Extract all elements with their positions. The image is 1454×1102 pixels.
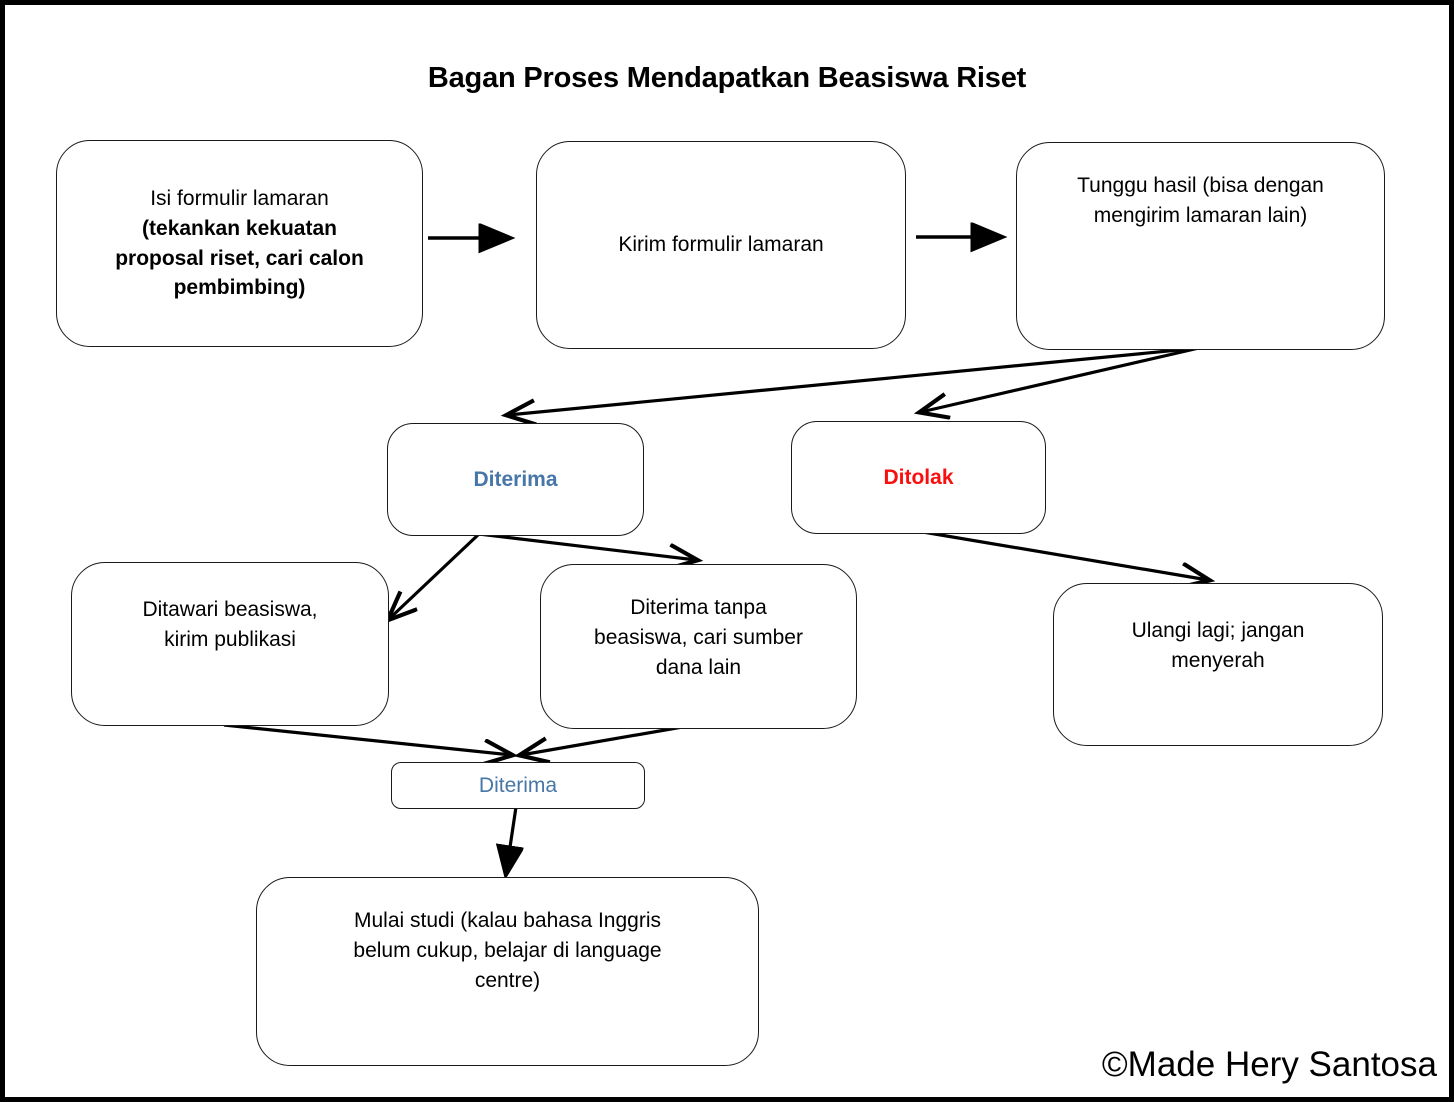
- node-accepted-small[interactable]: Diterima: [391, 762, 645, 809]
- node-try-again[interactable]: Ulangi lagi; jangan menyerah: [1053, 583, 1383, 746]
- node-try-again-line-1: menyerah: [1171, 648, 1265, 672]
- node-start-study-line-1: belum cukup, belajar di language: [353, 938, 662, 962]
- node-wait-result-line-1: mengirim lamaran lain): [1093, 203, 1308, 227]
- node-rejected-label: Ditolak: [883, 465, 954, 489]
- node-send-form[interactable]: Kirim formulir lamaran: [536, 141, 906, 349]
- node-accepted[interactable]: Diterima: [387, 423, 644, 536]
- node-wait-result-line-0: Tunggu hasil (bisa dengan: [1077, 174, 1324, 197]
- node-accepted-no-scholarship-line-2: dana lain: [655, 655, 742, 679]
- edge-acceptedsmall-to-study: [506, 806, 516, 874]
- edge-accepted-to-noscholarship: [478, 532, 696, 560]
- node-start-study-line-2: centre): [474, 968, 541, 992]
- node-try-again-line-0: Ulangi lagi; jangan: [1131, 619, 1305, 642]
- node-accepted-no-scholarship-line-1: beasiswa, cari sumber: [594, 625, 803, 649]
- node-start-study-line-0: Mulai studi (kalau bahasa Inggris: [353, 909, 661, 932]
- node-accepted-no-scholarship[interactable]: Diterima tanpa beasiswa, cari sumber dan…: [540, 564, 857, 729]
- node-offered-scholarship-line-1: kirim publikasi: [164, 627, 296, 651]
- node-wait-result[interactable]: Tunggu hasil (bisa dengan mengirim lamar…: [1016, 142, 1385, 350]
- node-fill-form-line-0: Isi formulir lamaran: [150, 186, 329, 210]
- node-fill-form-line-2: proposal riset, cari calon: [115, 246, 364, 270]
- node-accepted-small-label: Diterima: [478, 773, 558, 797]
- node-start-study[interactable]: Mulai studi (kalau bahasa Inggris belum …: [256, 877, 759, 1066]
- edge-wait-to-rejected: [921, 346, 1200, 412]
- node-fill-form-line-1: (tekankan kekuatan: [142, 216, 337, 240]
- edge-rejected-to-tryagain: [910, 528, 1208, 580]
- node-send-form-line-0: Kirim formulir lamaran: [618, 233, 824, 257]
- page-title: Bagan Proses Mendapatkan Beasiswa Riset: [427, 62, 1027, 94]
- node-accepted-no-scholarship-line-0: Diterima tanpa: [630, 596, 767, 619]
- node-accepted-label: Diterima: [473, 467, 558, 491]
- edge-noscholarship-to-acceptedsmall: [521, 723, 695, 755]
- copyright-signature: ©Made Hery Santosa: [1101, 1045, 1437, 1084]
- node-rejected[interactable]: Ditolak: [791, 421, 1046, 534]
- edge-offered-to-acceptedsmall: [223, 723, 511, 755]
- edge-accepted-to-offered: [389, 532, 481, 619]
- node-fill-form[interactable]: Isi formulir lamaran (tekankan kekuatan …: [56, 140, 423, 347]
- edge-wait-to-accepted: [508, 346, 1200, 415]
- node-offered-scholarship[interactable]: Ditawari beasiswa, kirim publikasi: [71, 562, 389, 726]
- node-offered-scholarship-line-0: Ditawari beasiswa,: [142, 598, 318, 621]
- node-fill-form-line-3: pembimbing): [173, 276, 306, 300]
